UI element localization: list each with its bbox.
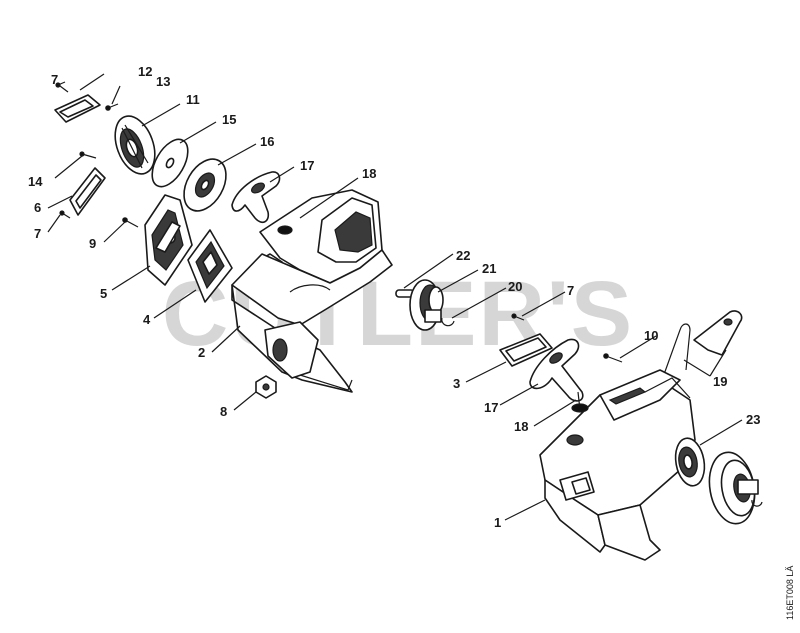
callout-labels: 7 12 13 11 15 16 17 18 14 6 7 9 5 4 2 8 … [28, 64, 760, 530]
callout-19: 19 [713, 374, 727, 389]
part-23-rope-rotor [708, 451, 763, 525]
callout-7: 7 [34, 226, 41, 241]
callout-21: 21 [482, 261, 496, 276]
callout-6: 6 [34, 200, 41, 215]
callout-13: 13 [156, 74, 170, 89]
part-4-base-plate [187, 229, 233, 303]
part-8-nut [255, 375, 277, 399]
part-10-screw [603, 353, 623, 363]
leader-lines [47, 73, 743, 521]
callout-10: 10 [644, 328, 658, 343]
callout-17: 17 [484, 400, 498, 415]
part-17-handle-lower [529, 338, 584, 411]
callout-2: 2 [198, 345, 205, 360]
callout-20: 20 [508, 279, 522, 294]
callout-4: 4 [143, 312, 151, 327]
part-2-main-housing [231, 249, 393, 393]
callout-1: 1 [494, 515, 501, 530]
callout-18: 18 [362, 166, 376, 181]
part-16-spring-housing [183, 158, 227, 212]
callout-18: 18 [514, 419, 528, 434]
part-12-cover-plate [54, 94, 101, 123]
callout-14: 14 [28, 174, 43, 189]
callout-11: 11 [186, 92, 200, 107]
callout-12: 12 [138, 64, 152, 79]
drawing-code: 116ET008 LÄ [785, 566, 795, 620]
callout-23: 23 [746, 412, 760, 427]
part-15-washer [151, 138, 189, 188]
part-18-fan-housing-upper [255, 189, 383, 284]
part-7-screw-mid [59, 210, 71, 219]
housing-starter-pulley [674, 437, 706, 487]
part-3-plate [499, 333, 553, 367]
callout-16: 16 [260, 134, 274, 149]
callout-9: 9 [89, 236, 96, 251]
callout-17: 17 [300, 158, 314, 173]
part-13-screw [105, 103, 119, 111]
part-11-rope-rotor [114, 115, 156, 175]
part-6-plate [69, 167, 106, 216]
callout-7: 7 [567, 283, 574, 298]
part-14-screw [79, 151, 97, 159]
part-7-screw-right [511, 313, 525, 321]
part-1-main-housing [539, 369, 696, 561]
callout-3: 3 [453, 376, 460, 391]
part-20-clip [441, 317, 455, 327]
callout-15: 15 [222, 112, 236, 127]
callout-22: 22 [456, 248, 470, 263]
callout-7: 7 [51, 72, 58, 87]
callout-5: 5 [100, 286, 107, 301]
part-19-lever-spring [661, 310, 743, 381]
callout-8: 8 [220, 404, 227, 419]
part-21-rope-rotor [409, 279, 444, 331]
part-5-starter-frame [144, 194, 193, 286]
part-17-handle-upper [231, 171, 281, 224]
